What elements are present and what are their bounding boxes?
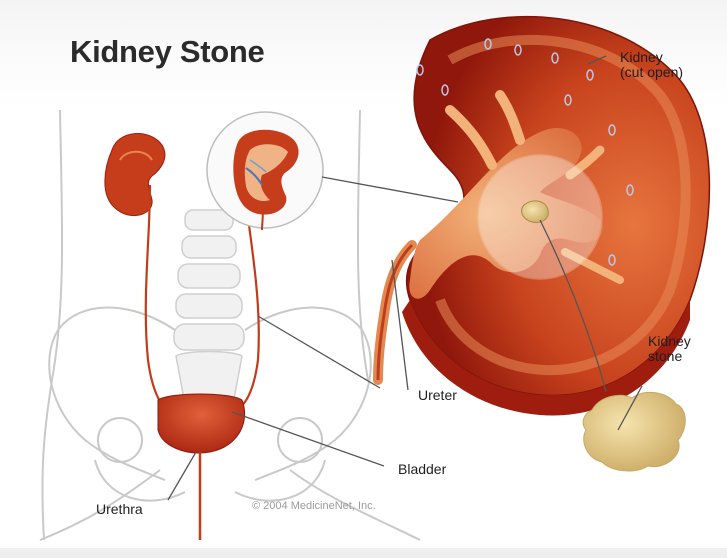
- bladder-shape: [158, 394, 245, 453]
- label-stone-line2: stone: [648, 349, 691, 364]
- label-kidney-line2: (cut open): [620, 65, 683, 80]
- spine: [174, 210, 244, 421]
- bottom-strip: [0, 548, 727, 558]
- small-kidney: [105, 134, 165, 216]
- label-kidney-line1: Kidney: [620, 50, 683, 65]
- label-stone-line1: Kidney: [648, 334, 691, 349]
- label-kidney-cut-open: Kidney (cut open): [620, 50, 683, 80]
- label-bladder: Bladder: [398, 462, 446, 477]
- label-ureter: Ureter: [418, 388, 457, 403]
- magnifier: [207, 112, 323, 230]
- loose-kidney-stone: [583, 392, 685, 471]
- label-kidney-stone: Kidney stone: [648, 334, 691, 364]
- copyright-notice: © 2004 MedicineNet, Inc.: [252, 500, 376, 512]
- label-urethra: Urethra: [96, 502, 143, 517]
- diagram-title: Kidney Stone: [70, 34, 264, 70]
